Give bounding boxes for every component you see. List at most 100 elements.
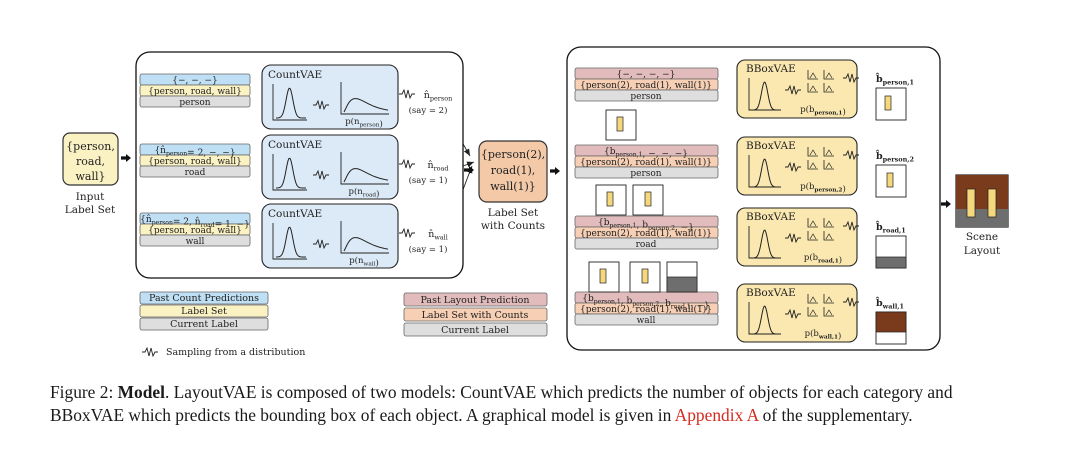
bbox-output: b̂wall,1 — [875, 296, 904, 310]
subscript: road,1 — [883, 227, 906, 235]
countvae-title: CountVAE — [268, 69, 322, 81]
legend-left-swatch — [139, 304, 269, 318]
arrow-counts-to-bboxvae — [550, 167, 560, 175]
bbox-distribution-icons — [807, 70, 834, 93]
subscript: person,1 — [609, 223, 636, 230]
encoder-sampling — [785, 161, 801, 173]
current-label-box — [574, 313, 719, 326]
counts-caption-line: with Counts — [481, 220, 545, 232]
labelset-text: {person, road, wall} — [148, 87, 242, 97]
legend-right-swatch — [403, 292, 548, 307]
encoder-sampling — [313, 238, 329, 250]
encoder-distribution — [751, 229, 781, 259]
output-sampling — [399, 158, 415, 170]
encoder-sampling — [785, 232, 801, 244]
figure-caption: Figure 2: Model. LayoutVAE is composed o… — [50, 381, 1030, 427]
scene-person-1 — [966, 188, 976, 218]
text-span: {b — [582, 294, 594, 304]
count-say-text: (say = 2) — [409, 105, 448, 116]
mini-curve — [825, 149, 833, 156]
legend-left-swatch — [139, 291, 269, 305]
mini-axes — [807, 83, 818, 93]
label-set-with-counts-box — [478, 140, 548, 203]
text-span: , b — [659, 299, 671, 309]
bbox-distribution-label: p(bperson,2) — [800, 181, 846, 195]
counts-text: {person(2), road(1), wall(1)} — [580, 157, 712, 168]
current-label-text: wall — [637, 316, 656, 326]
current-label-text: person — [630, 92, 661, 102]
mini-curve — [809, 72, 817, 79]
count-output: n̂wall — [428, 229, 448, 242]
mini-axes — [807, 160, 818, 170]
bbox-output: b̂person,1 — [875, 72, 914, 86]
text-span: n̂ — [427, 160, 433, 171]
encoder-distribution — [751, 158, 781, 188]
bbox-distribution-icons — [807, 294, 834, 317]
legend-sampling-icon — [142, 346, 158, 358]
scene-wall — [956, 175, 1008, 209]
subscript: person,2 — [648, 225, 675, 232]
subscript: person,1 — [615, 152, 642, 159]
text-span: ) — [842, 184, 845, 195]
appendix-link[interactable]: Appendix A — [674, 405, 759, 425]
mini-curve — [809, 309, 817, 316]
subscript: person,2 — [632, 301, 659, 308]
mini-curve — [825, 162, 833, 169]
text-span: b̂ — [875, 220, 883, 233]
text-span: {b — [604, 147, 616, 157]
bbox-distribution-icons — [807, 218, 834, 241]
mini-curve — [809, 296, 817, 303]
legend-left-text: Past Count Predictions — [149, 293, 259, 304]
past-count-text: {n̂person= 2, −, −} — [154, 145, 235, 159]
scene-road — [956, 209, 1008, 227]
past-count-text: {n̂person= 2, n̂road= 1, −} — [140, 214, 250, 230]
accum-person — [641, 268, 649, 284]
encoder-axes — [748, 155, 781, 188]
mini-axes — [807, 70, 818, 80]
text-span: n̂ — [428, 229, 434, 240]
count-output: n̂person — [424, 90, 453, 103]
current-label-text: person — [630, 169, 661, 179]
count-distribution-label: p(nwall) — [349, 255, 379, 269]
subscript: road — [201, 222, 215, 229]
current-label-text: person — [179, 98, 210, 108]
encoder-distribution — [751, 305, 781, 335]
bboxvae-box — [736, 283, 858, 343]
mini-curve — [825, 72, 833, 79]
caption-bold: Model — [117, 382, 165, 402]
person-2-object — [886, 172, 894, 188]
mini-curve — [825, 220, 833, 227]
labelset-text: {person, road, wall} — [148, 157, 242, 167]
mini-curve — [825, 233, 833, 240]
prior-axes — [340, 152, 389, 185]
mini-axes — [823, 218, 834, 228]
text-span: p(n — [345, 116, 360, 127]
subscript: person — [166, 151, 187, 158]
output-sampling — [399, 227, 415, 239]
current-label-box — [574, 237, 719, 250]
wall-1-object — [875, 311, 907, 333]
accum-person — [606, 191, 614, 207]
mini-curve — [809, 149, 817, 156]
legend-right-text: Current Label — [441, 325, 509, 336]
output-sampling — [399, 88, 415, 100]
encoder-distribution — [275, 87, 307, 119]
mini-axes — [807, 218, 818, 228]
legend-left-text: Label Set — [181, 306, 227, 317]
encoder-sampling — [785, 84, 801, 96]
encoder-axes — [748, 78, 781, 111]
output-sampling — [843, 149, 859, 161]
bboxvae-title: BBoxVAE — [746, 140, 796, 152]
text-span: n̂ — [424, 90, 430, 101]
past-layout-text: {bperson,1, bperson,2, broad,1, −} — [582, 294, 710, 312]
subscript: road — [434, 165, 449, 173]
arrow-input-to-countvae — [121, 154, 131, 162]
legend-right-text: Label Set with Counts — [422, 310, 529, 321]
input-label-line: road, — [76, 155, 105, 168]
text-span: = 2, n̂ — [173, 217, 201, 228]
current-label-box — [139, 95, 251, 108]
bboxvae-title: BBoxVAE — [746, 287, 796, 299]
text-span: ) — [379, 119, 382, 130]
